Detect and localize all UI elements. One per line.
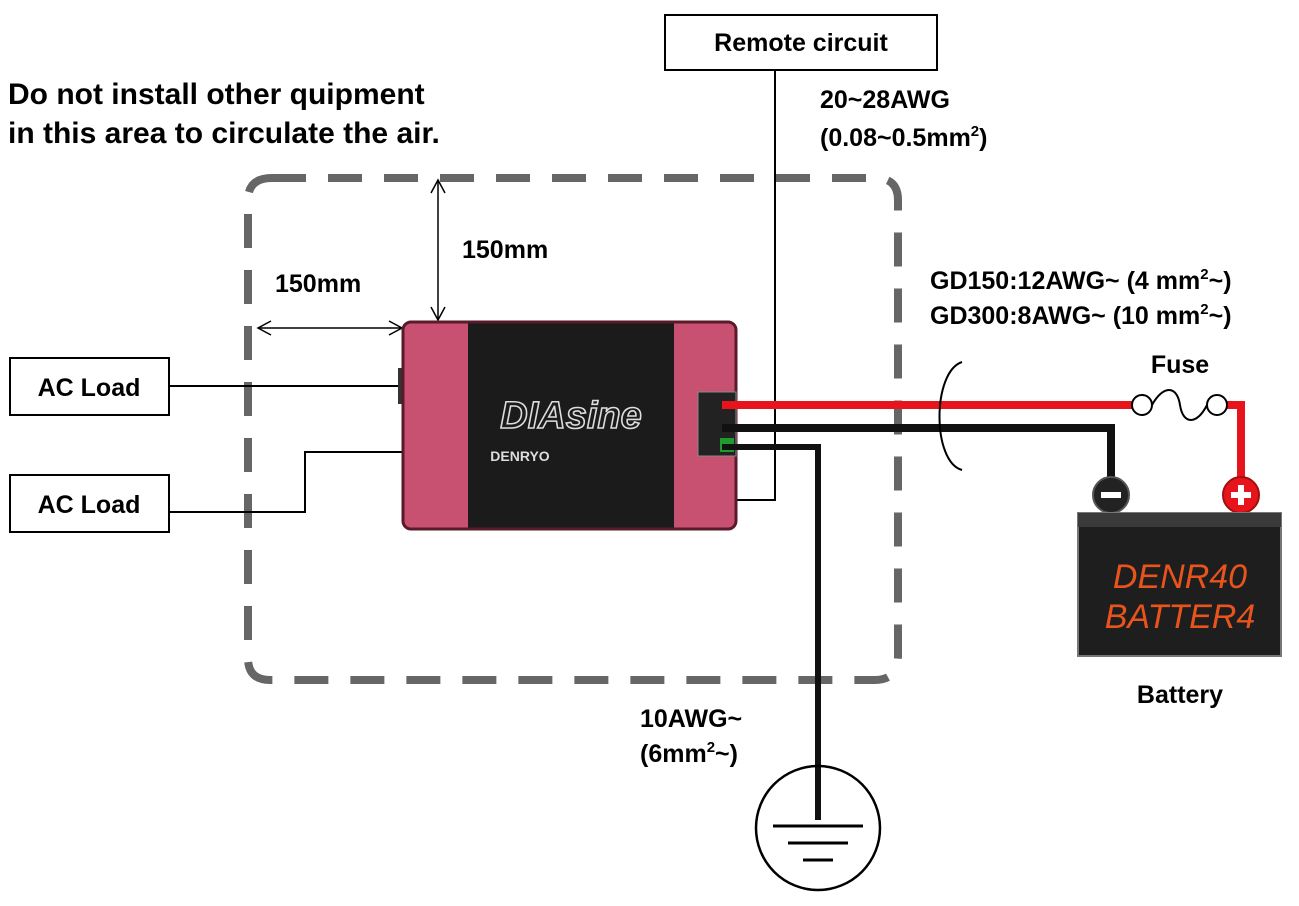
top-clearance-arrow bbox=[430, 178, 446, 322]
battery-brand-line-1: DENR40 bbox=[1113, 558, 1247, 596]
inverter-maker: DENRYO bbox=[490, 448, 549, 464]
remote-circuit-wire bbox=[737, 70, 776, 501]
remote-wire-area: (0.08~0.5mm2) bbox=[820, 123, 987, 152]
remote-circuit-box bbox=[664, 14, 938, 71]
ventilation-zone-outline bbox=[244, 174, 902, 684]
left-clearance-arrow bbox=[256, 320, 404, 336]
notice-line-2: in this area to circulate the air. bbox=[8, 117, 440, 150]
fuse-icon bbox=[1131, 389, 1228, 421]
gd150-wire-spec: GD150:12AWG~ (4 mm2~) bbox=[930, 266, 1232, 295]
ground-cable bbox=[722, 444, 821, 820]
battery-icon bbox=[1077, 476, 1282, 657]
gd300-wire-spec: GD300:8AWG~ (10 mm2~) bbox=[930, 301, 1232, 330]
notice-line-1: Do not install other quipment bbox=[8, 78, 425, 111]
fuse-label: Fuse bbox=[1151, 351, 1209, 379]
ac-load-box-1 bbox=[9, 357, 170, 416]
ac-load-box-2 bbox=[9, 474, 170, 533]
ground-wire-gauge: 10AWG~ bbox=[640, 705, 742, 733]
battery-caption: Battery bbox=[1137, 681, 1223, 709]
positive-cable-to-terminal bbox=[1215, 401, 1245, 485]
inverter-brand: DIAsine bbox=[500, 395, 641, 437]
ac-load-label-2: AC Load bbox=[38, 491, 141, 519]
cable-bundle-marker bbox=[938, 361, 963, 471]
inverter-unit bbox=[398, 320, 738, 531]
ac-load-wire-2 bbox=[169, 451, 407, 513]
ground-icon bbox=[754, 764, 882, 892]
ground-wire-area: (6mm2~) bbox=[640, 739, 738, 768]
remote-wire-gauge: 20~28AWG bbox=[820, 86, 950, 114]
ac-load-label-1: AC Load bbox=[38, 374, 141, 402]
remote-circuit-label: Remote circuit bbox=[714, 29, 888, 57]
left-clearance-label: 150mm bbox=[275, 270, 361, 298]
battery-brand-line-2: BATTER4 bbox=[1105, 598, 1256, 636]
top-clearance-label: 150mm bbox=[462, 236, 548, 264]
negative-cable bbox=[722, 424, 1115, 485]
